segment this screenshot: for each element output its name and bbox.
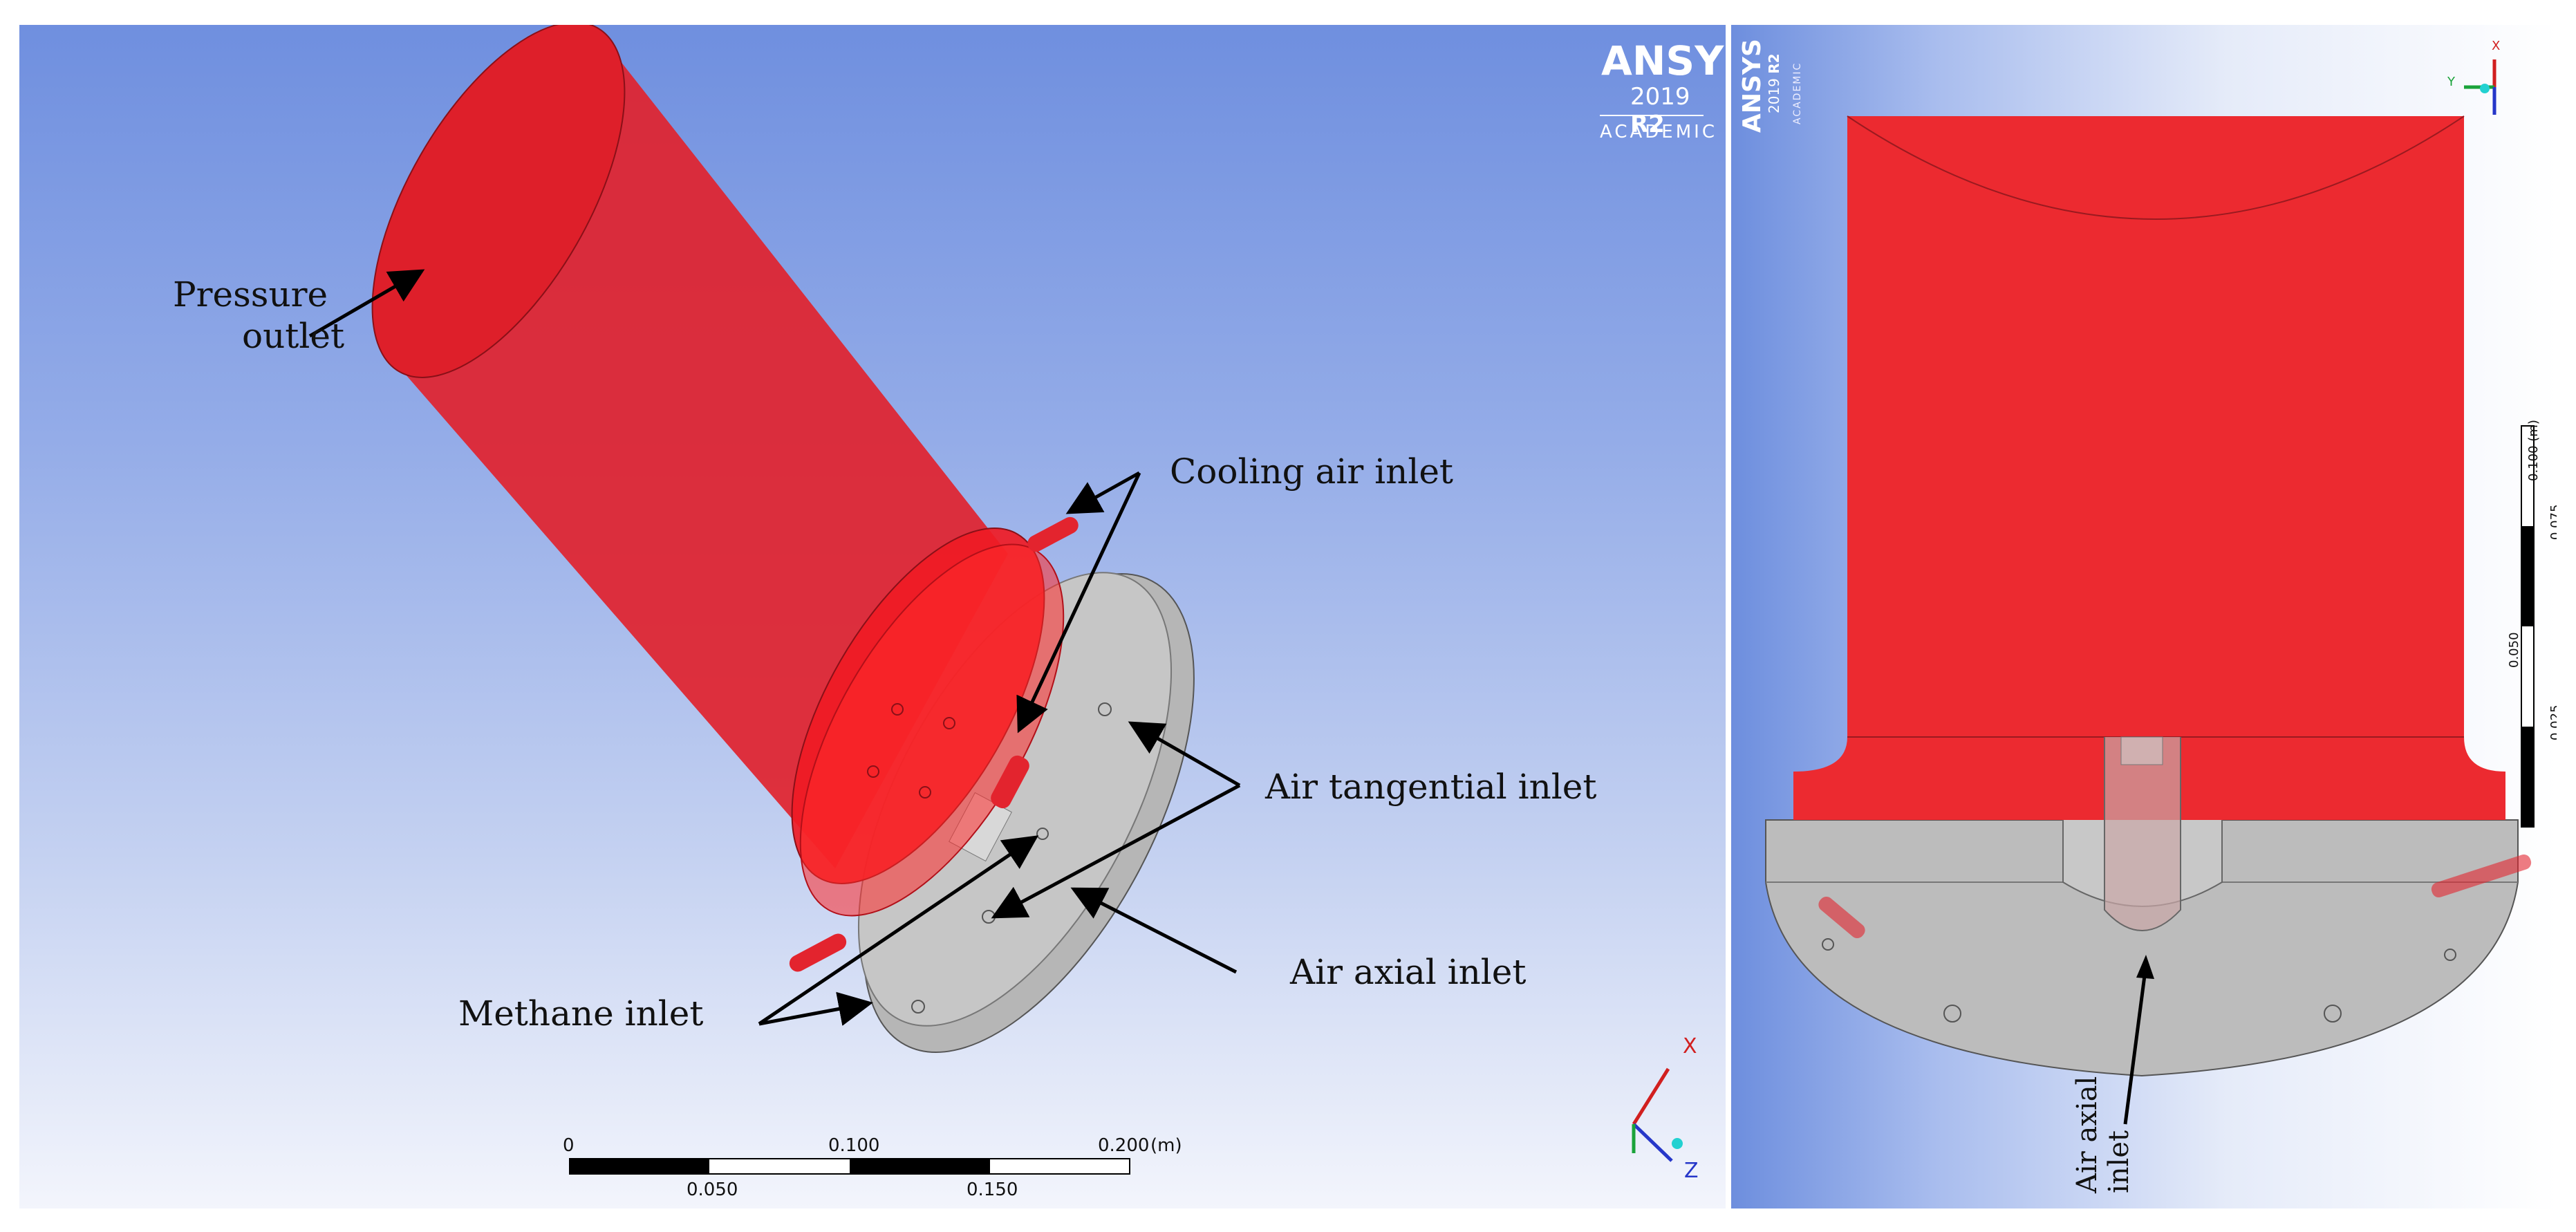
air-axial-inlet-label: Air axial inlet (1290, 952, 1527, 992)
scale-tick-0-150: 0.150 (967, 1179, 1018, 1200)
scale-bar (569, 1158, 1130, 1175)
front-scale-tick-0-100: 0.100 (m) (2526, 420, 2541, 481)
cooling-air-inlet-label: Cooling air inlet (1170, 451, 1454, 492)
ansys-edition: ACADEMIC (1600, 122, 1717, 142)
scale-tick-0-050: 0.050 (687, 1179, 738, 1200)
scale-tick-0: 0 (563, 1135, 575, 1156)
vertical-scale-bar (2521, 425, 2535, 828)
coordinate-triad-front (2464, 59, 2496, 115)
triad-z-label: Z (1684, 1159, 1699, 1183)
air-axial-arrow (2123, 955, 2154, 1125)
front-view-panel: ANSYS 2019 R2 ACADEMIC 0.100 (m) 0.075 0… (1731, 25, 2557, 1208)
ansys-logo-text: ANSYS (1601, 37, 1726, 84)
swirler-base-section (1765, 819, 2519, 1077)
scale-tick-0-200: 0.200 (1098, 1135, 1150, 1156)
scale-unit: (m) (1150, 1135, 1182, 1156)
front-geometry (1765, 59, 2535, 1125)
ansys-logo-text-front: ANSYS (1738, 39, 1766, 133)
ansys-version-front: 2019 R2 (1766, 53, 1782, 113)
ansys-logo-front: ANSYS 2019 R2 ACADEMIC (1731, 39, 1833, 147)
ansys-edition-front: ACADEMIC (1792, 62, 1803, 124)
front-air-axial-label-line2: inlet (2103, 1130, 2135, 1193)
scale-tick-0-100: 0.100 (828, 1135, 880, 1156)
triad-x-label: X (1683, 1034, 1697, 1058)
air-tangential-inlet-label: Air tangential inlet (1265, 767, 1597, 807)
front-air-axial-label-line1: Air axial (2071, 1076, 2103, 1193)
front-triad-x-label: X (2492, 39, 2501, 53)
front-scale-tick-0-025: 0.025 (2548, 704, 2557, 740)
coordinate-triad (1632, 1067, 1683, 1162)
isometric-geometry (308, 25, 1683, 1175)
annotation-arrows (308, 269, 1241, 1026)
pressure-outlet-label-line2: outlet (242, 316, 345, 356)
front-triad-y-label: Y (2447, 75, 2455, 89)
pressure-outlet-label-line1: Pressure (173, 274, 328, 315)
isometric-view-panel: Pressure outlet Cooling air inlet Air ta… (19, 25, 1726, 1208)
front-scale-tick-0-050: 0.050 (2507, 632, 2521, 668)
brand-divider (1600, 115, 1704, 116)
methane-inlet-label: Methane inlet (458, 993, 704, 1034)
front-scale-tick-0-075: 0.075 (2548, 504, 2557, 540)
combustor-chamber (371, 25, 1079, 972)
combustor-chamber-front (1793, 115, 2532, 939)
